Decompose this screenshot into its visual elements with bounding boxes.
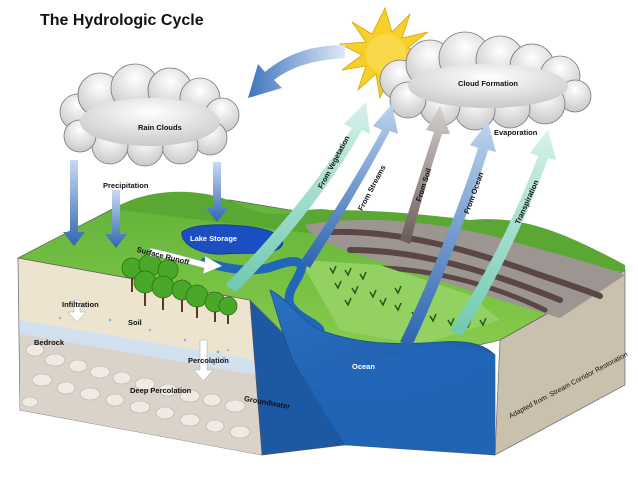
bedrock-stones xyxy=(21,343,251,439)
label-cloud-formation: Cloud Formation xyxy=(458,79,518,88)
page-title: The Hydrologic Cycle xyxy=(40,12,204,29)
label-deep-percolation: Deep Percolation xyxy=(130,386,192,395)
percolation-drops xyxy=(58,316,230,366)
label-soil: Soil xyxy=(128,318,142,327)
label-evaporation: Evaporation xyxy=(494,128,538,137)
label-infiltration: Infiltration xyxy=(62,300,99,309)
label-ocean: Ocean xyxy=(352,362,375,371)
ocean-surface-extension xyxy=(305,342,495,455)
tree-grove xyxy=(121,253,238,324)
condensation-arrow xyxy=(248,45,345,98)
label-rain-clouds: Rain Clouds xyxy=(138,123,182,132)
surface-runoff-arrow xyxy=(149,247,223,275)
groundwater-band xyxy=(20,320,256,375)
label-bedrock: Bedrock xyxy=(34,338,65,347)
precipitation-arrows xyxy=(63,160,228,248)
from-ocean-arrow xyxy=(400,122,496,346)
from-vegetation-arrow xyxy=(225,102,370,292)
from-soil-arrow xyxy=(400,106,450,244)
lake-storage-water xyxy=(181,224,284,255)
from-streams-arrow xyxy=(300,104,398,268)
subsurface-arrows xyxy=(67,299,214,382)
transpiration-arrow xyxy=(450,130,556,336)
cloud-formation-cloud xyxy=(379,31,592,131)
grass-tufts xyxy=(329,265,487,329)
label-percolation: Percolation xyxy=(188,356,229,365)
label-lake-storage: Lake Storage xyxy=(190,234,238,243)
mountain-strata xyxy=(305,219,625,318)
label-precipitation: Precipitation xyxy=(103,181,149,190)
rain-clouds-cloud xyxy=(59,63,240,167)
